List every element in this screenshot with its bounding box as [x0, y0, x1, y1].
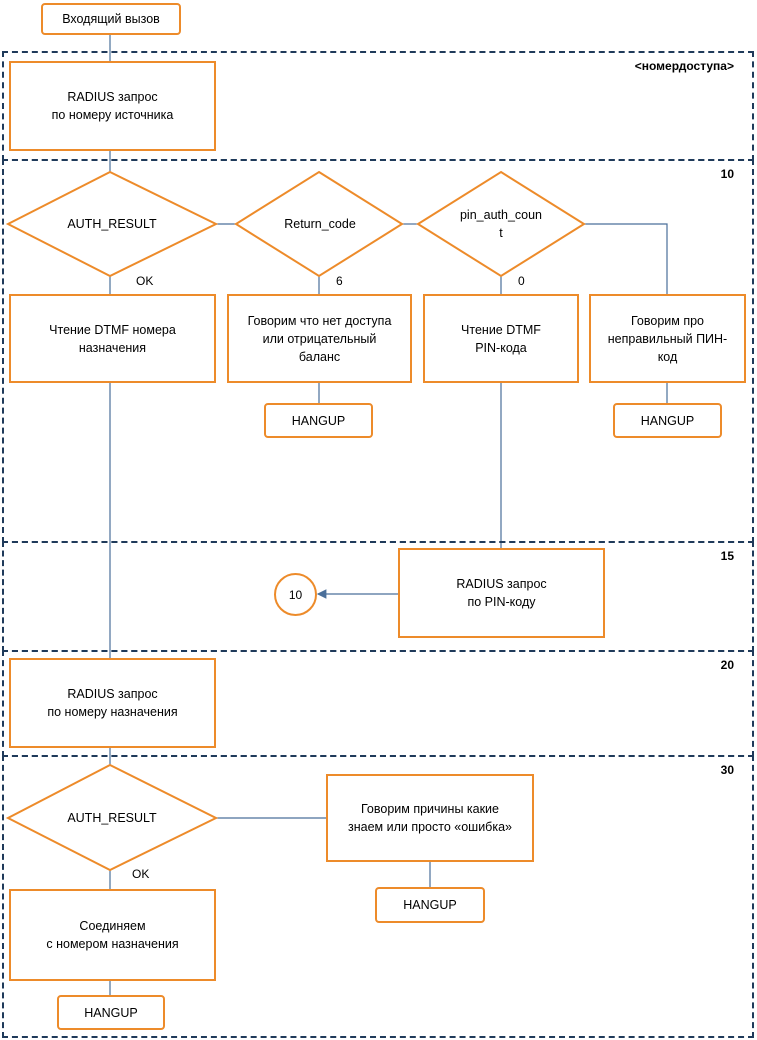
hangup-box-4: HANGUP — [57, 995, 165, 1030]
auth-result-1-label: AUTH_RESULT — [67, 217, 157, 231]
edge-label-six: 6 — [336, 274, 343, 288]
pin-auth-count-label: pin_auth_coun t — [459, 208, 543, 240]
edge-label-ok-2: OK — [132, 867, 150, 881]
decision-pin-auth-count — [416, 170, 586, 278]
radius-source-box: RADIUS запрос по номеру источника — [9, 61, 216, 151]
edge-label-zero: 0 — [518, 274, 525, 288]
read-dest-dtmf-box: Чтение DTMF номера назначения — [9, 294, 216, 383]
decision-auth-result-1 — [5, 170, 219, 278]
return-code-label: Return_code — [284, 217, 356, 231]
goto-10-connector: 10 — [274, 573, 317, 616]
wrong-pin-message-box: Говорим про неправильный ПИН- код — [589, 294, 746, 383]
radius-dest-box: RADIUS запрос по номеру назначения — [9, 658, 216, 748]
section-label-30: 30 — [720, 763, 734, 777]
connector-pin-to-wrong — [584, 223, 668, 295]
hangup-box-1: HANGUP — [264, 403, 373, 438]
auth-result-2-label: AUTH_RESULT — [67, 811, 157, 825]
section-label-20: 20 — [720, 658, 734, 672]
hangup-box-3: HANGUP — [375, 887, 485, 923]
section-label-access: <номердоступа> — [634, 59, 734, 73]
read-pin-dtmf-box: Чтение DTMF PIN-кода — [423, 294, 579, 383]
section-label-10: 10 — [720, 167, 734, 181]
incoming-call-box: Входящий вызов — [41, 3, 181, 35]
radius-pin-box: RADIUS запрос по PIN-коду — [398, 548, 605, 638]
no-access-message-box: Говорим что нет доступа или отрицательны… — [227, 294, 412, 383]
decision-return-code — [234, 170, 404, 278]
section-15: 15 — [2, 541, 754, 652]
section-label-15: 15 — [720, 549, 734, 563]
edge-label-ok-1: OK — [136, 274, 154, 288]
decision-auth-result-2 — [5, 763, 219, 872]
hangup-box-2: HANGUP — [613, 403, 722, 438]
error-reasons-box: Говорим причины какие знаем или просто «… — [326, 774, 534, 862]
section-30: 30 — [2, 755, 754, 1038]
connect-dest-box: Соединяем с номером назначения — [9, 889, 216, 981]
